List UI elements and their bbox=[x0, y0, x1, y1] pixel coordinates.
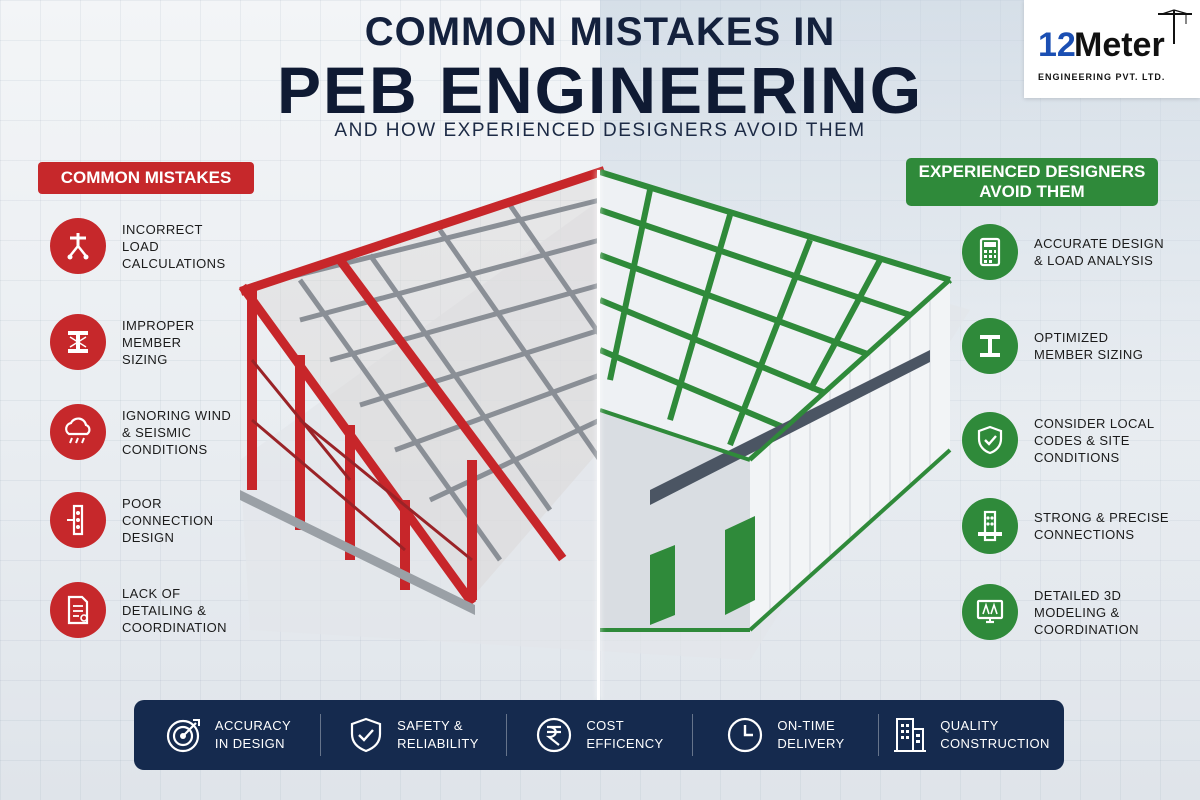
logo-subtitle: ENGINEERING PVT. LTD. bbox=[1038, 72, 1166, 82]
center-divider bbox=[597, 170, 600, 700]
logo-word: Meter bbox=[1074, 26, 1165, 64]
document-icon bbox=[50, 582, 106, 638]
benefit-label: ACCURACY IN DESIGN bbox=[214, 718, 292, 751]
beam-section-icon bbox=[50, 314, 106, 370]
shield-check-icon bbox=[962, 412, 1018, 468]
steel-frame-skeleton bbox=[238, 166, 606, 615]
title-line-3: AND HOW EXPERIENCED DESIGNERS AVOID THEM bbox=[334, 120, 866, 141]
benefits-bar: ACCURACY IN DESIGN SAFETY & RELIABILITY … bbox=[134, 700, 1064, 770]
mistake-item: IMPROPER MEMBER SIZING bbox=[50, 314, 195, 370]
benefit-item: COST EFFICENCY bbox=[506, 700, 692, 770]
crane-icon bbox=[1158, 9, 1192, 44]
solutions-heading: EXPERIENCED DESIGNERS AVOID THEM bbox=[906, 158, 1158, 206]
solution-item: CONSIDER LOCAL CODES & SITE CONDITIONS bbox=[962, 412, 1154, 468]
company-logo: 12 Meter ENGINEERING PVT. LTD. bbox=[1024, 0, 1200, 98]
solution-item: OPTIMIZED MEMBER SIZING bbox=[962, 318, 1143, 374]
title-line-1: COMMON MISTAKES IN bbox=[364, 10, 836, 54]
monitor-3d-icon bbox=[962, 584, 1018, 640]
building-icon bbox=[894, 718, 927, 752]
mistake-label: POOR CONNECTION DESIGN bbox=[122, 495, 214, 545]
beam-section-icon bbox=[962, 318, 1018, 374]
mistake-item: IGNORING WIND & SEISMIC CONDITIONS bbox=[50, 404, 231, 460]
load-hook-icon bbox=[50, 218, 106, 274]
benefit-item: SAFETY & RELIABILITY bbox=[320, 700, 506, 770]
mistake-label: LACK OF DETAILING & COORDINATION bbox=[122, 585, 227, 635]
benefit-item: ON-TIME DELIVERY bbox=[692, 700, 878, 770]
benefit-label: SAFETY & RELIABILITY bbox=[397, 718, 479, 751]
shield-check-icon bbox=[351, 717, 382, 753]
mistake-item: LACK OF DETAILING & COORDINATION bbox=[50, 582, 227, 638]
solution-label: DETAILED 3D MODELING & COORDINATION bbox=[1034, 587, 1139, 637]
logo-number: 12 bbox=[1038, 26, 1076, 64]
solution-item: STRONG & PRECISE CONNECTIONS bbox=[962, 498, 1169, 554]
benefit-item: ACCURACY IN DESIGN bbox=[134, 700, 320, 770]
calculator-icon bbox=[962, 224, 1018, 280]
clad-building bbox=[598, 169, 953, 632]
bolt-connection-icon bbox=[50, 492, 106, 548]
solution-item: DETAILED 3D MODELING & COORDINATION bbox=[962, 584, 1139, 640]
title-line-2: PEB ENGINEERING bbox=[276, 53, 924, 127]
solution-label: OPTIMIZED MEMBER SIZING bbox=[1034, 330, 1144, 362]
mistake-item: INCORRECT LOAD CALCULATIONS bbox=[50, 218, 226, 274]
mistakes-heading: COMMON MISTAKES bbox=[38, 162, 254, 194]
solution-item: ACCURATE DESIGN & LOAD ANALYSIS bbox=[962, 224, 1164, 280]
solution-label: STRONG & PRECISE CONNECTIONS bbox=[1034, 510, 1169, 542]
benefit-label: ON-TIME DELIVERY bbox=[777, 718, 845, 751]
mistake-item: POOR CONNECTION DESIGN bbox=[50, 492, 213, 548]
mistake-label: IGNORING WIND & SEISMIC CONDITIONS bbox=[122, 407, 232, 457]
benefit-label: QUALITY CONSTRUCTION bbox=[940, 718, 1050, 751]
peb-building-illustration bbox=[238, 166, 970, 660]
mistake-label: IMPROPER MEMBER SIZING bbox=[122, 317, 195, 367]
rupee-icon bbox=[537, 717, 572, 753]
benefit-label: COST EFFICENCY bbox=[586, 718, 664, 751]
mistake-label: INCORRECT LOAD CALCULATIONS bbox=[122, 221, 226, 271]
target-icon bbox=[166, 719, 200, 753]
storm-cloud-icon bbox=[50, 404, 106, 460]
clock-icon bbox=[728, 717, 763, 753]
solution-label: ACCURATE DESIGN & LOAD ANALYSIS bbox=[1034, 236, 1164, 268]
connection-plate-icon bbox=[962, 498, 1018, 554]
solution-label: CONSIDER LOCAL CODES & SITE CONDITIONS bbox=[1034, 415, 1155, 465]
benefit-item: QUALITY CONSTRUCTION bbox=[878, 700, 1064, 770]
